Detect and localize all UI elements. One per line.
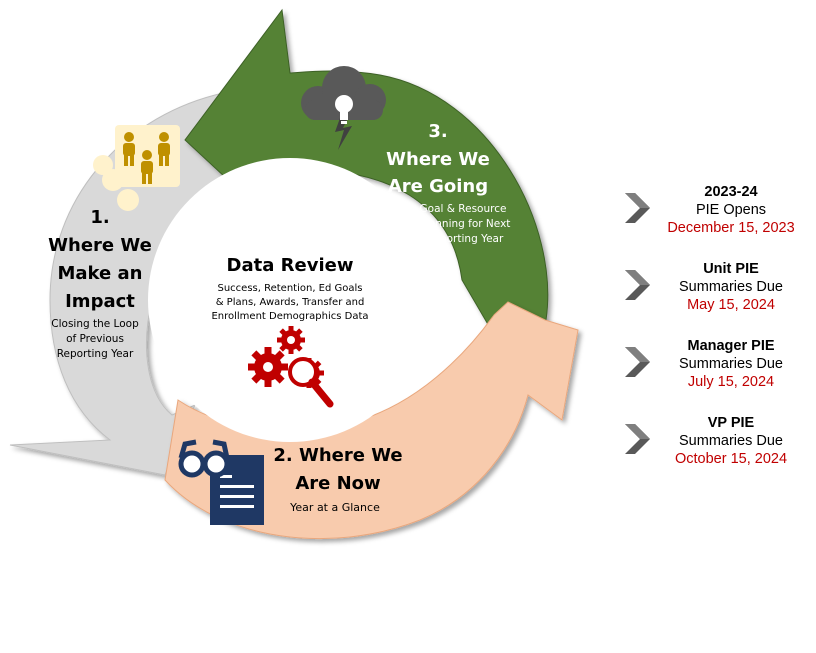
milestone-text: 2023-24 PIE Opens December 15, 2023 [656, 183, 806, 237]
milestone-subtitle: PIE Opens [695, 202, 767, 218]
milestone-text: VP PIE Summaries Due October 15, 2024 [656, 414, 806, 468]
milestone-subtitle: Summaries Due [679, 356, 783, 372]
gears-magnifier-icon [248, 326, 334, 408]
milestone-title: Unit PIE [703, 261, 759, 277]
milestone-subtitle: Summaries Due [679, 279, 783, 295]
center-line: & Plans, Awards, Transfer and [216, 297, 365, 308]
milestone-date: May 15, 2024 [687, 297, 775, 313]
stage1-caption: Closing the Loop [51, 318, 139, 330]
milestone-title: 2023-24 [704, 184, 758, 200]
stage1-heading: Make an [58, 263, 143, 284]
stage1-heading: Where We [48, 235, 152, 256]
center-line: Success, Retention, Ed Goals [217, 283, 362, 294]
cycle-diagram: Data Review Success, Retention, Ed Goals… [9, 8, 579, 540]
stage3-heading: 3. [428, 121, 447, 142]
stage1-heading: 1. [90, 207, 109, 228]
chevron-right-icon [625, 424, 650, 454]
milestone-item: Unit PIE Summaries Due May 15, 2024 [620, 260, 816, 337]
milestone-text: Unit PIE Summaries Due May 15, 2024 [656, 260, 806, 314]
stage1-caption: Reporting Year [57, 348, 134, 360]
milestone-date: December 15, 2023 [667, 220, 795, 236]
center-title: Data Review [227, 255, 354, 276]
stage1-caption: of Previous [66, 333, 124, 345]
glasses-document-icon [178, 439, 264, 525]
milestone-list: 2023-24 PIE Opens December 15, 2023 Unit… [620, 183, 816, 491]
milestone-item: 2023-24 PIE Opens December 15, 2023 [620, 183, 816, 260]
stage2-arrow [164, 301, 579, 540]
stage3-caption: Goal & Resource [420, 203, 507, 215]
milestone-title: VP PIE [707, 415, 755, 431]
milestone-item: VP PIE Summaries Due October 15, 2024 [620, 414, 816, 491]
stage3-heading: Where We [386, 149, 490, 170]
stage3-heading: Are Going [388, 176, 488, 197]
milestone-subtitle: Summaries Due [679, 433, 783, 449]
stage2-heading: Are Now [295, 473, 380, 494]
stage2-heading: 2. Where We [273, 445, 402, 466]
milestone-item: Manager PIE Summaries Due July 15, 2024 [620, 337, 816, 414]
people-icon [93, 125, 180, 211]
chevron-right-icon [625, 270, 650, 300]
center-circle [148, 158, 432, 442]
stage1-heading: Impact [65, 291, 135, 312]
milestone-title: Manager PIE [687, 338, 775, 354]
stage3-caption: Reporting Year [427, 233, 504, 245]
stage2-caption: Year at a Glance [289, 501, 380, 514]
milestone-date: October 15, 2024 [674, 451, 788, 467]
chevron-right-icon [625, 193, 650, 223]
lightbulb-cloud-icon [301, 66, 386, 150]
stage3-caption: Planning for Next [420, 218, 511, 230]
chevron-right-icon [625, 347, 650, 377]
center-line: Enrollment Demographics Data [211, 311, 368, 322]
milestone-text: Manager PIE Summaries Due July 15, 2024 [656, 337, 806, 391]
milestone-date: July 15, 2024 [687, 374, 775, 390]
